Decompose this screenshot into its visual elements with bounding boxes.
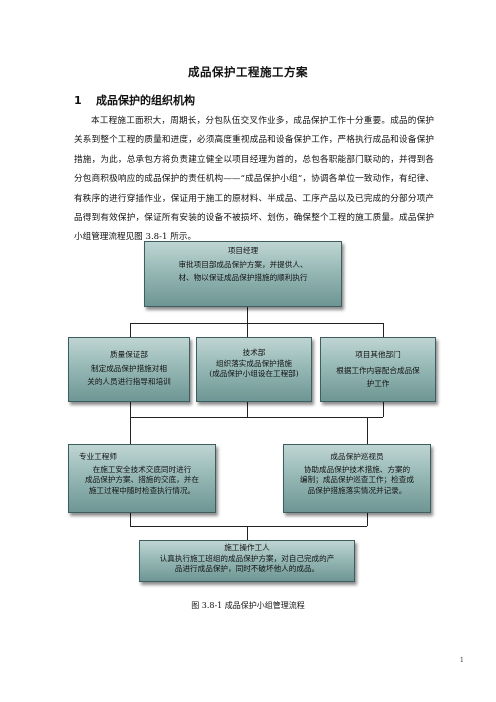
box-text: 品进行成品保护，同时不破坏他人的成品。 — [174, 564, 320, 574]
connector-line — [130, 513, 131, 526]
connector-line — [130, 417, 383, 418]
box-text: 材、物以保证成品保护措施的顺利执行 — [178, 273, 308, 283]
box-protection-inspector: 成品保护巡视员 协助成品保护技术措施、方案的 编制；成品保护巡查工作；检查成 品… — [283, 444, 431, 513]
connector-line — [130, 323, 131, 337]
box-text: 关的人员进行指导和培训 — [87, 377, 171, 387]
connector-line — [130, 323, 383, 324]
body-paragraph: 本工程施工面积大，周期长，分包队伍交叉作业多，成品保护工作十分重要。成品的保护关… — [74, 116, 434, 243]
box-construction-workers: 施工操作工人 认真执行施工班组的成品保护方案，对自己完成的产 品进行成品保护，同… — [139, 540, 355, 582]
document-title: 成品保护工程施工方案 — [188, 65, 308, 79]
section-title: 成品保护的组织机构 — [96, 94, 195, 107]
box-text: 护工作 — [366, 379, 390, 389]
box-other-departments: 项目其他部门 根据工作内容配合成品保 护工作 — [320, 337, 436, 402]
box-technical-department: 技术部 组织落实成品保护措施 (成品保护小组设在工程部) — [196, 337, 312, 402]
connector-line — [367, 513, 368, 526]
connector-line — [383, 402, 384, 417]
box-title: 施工操作工人 — [224, 543, 270, 552]
box-title: 项目其他部门 — [355, 350, 401, 359]
box-text: 制定成品保护措施对相 — [91, 363, 167, 373]
box-title: 技术部 — [242, 348, 266, 357]
box-text: 成品保护方案、措施的交底，并在 — [85, 475, 199, 485]
box-title: 质量保证部 — [110, 350, 148, 359]
connector-line — [130, 402, 131, 417]
connector-line — [247, 526, 248, 540]
page-number: 1 — [460, 657, 464, 664]
connector-line — [247, 323, 248, 337]
box-text: 编制；成品保护巡查工作；检查成 — [300, 475, 414, 485]
connector-line — [247, 307, 248, 323]
box-title: 专业工程师 — [79, 452, 117, 461]
box-text: 在施工安全技术交底同时进行 — [92, 464, 192, 474]
connector-line — [130, 526, 367, 527]
box-text: 组织落实成品保护措施 — [216, 358, 292, 368]
box-title: 项目经理 — [227, 246, 259, 255]
box-specialist-engineer: 专业工程师 在施工安全技术交底同时进行 成品保护方案、措施的交底，并在 施工过程… — [68, 444, 216, 513]
box-text: (成品保护小组设在工程部) — [209, 369, 299, 379]
box-text: 认真执行施工班组的成品保护方案，对自己完成的产 — [159, 553, 335, 563]
box-text: 施工过程中随时检查执行情况。 — [88, 485, 196, 495]
box-text: 根据工作内容配合成品保 — [336, 365, 420, 375]
box-text: 品保护措施落实情况并记录。 — [307, 485, 407, 495]
box-text: 审批项目部成品保护方案，并提供人、 — [178, 259, 308, 269]
box-text: 协助成品保护技术措施、方案的 — [303, 464, 411, 474]
figure-caption: 图 3.8-1 成品保护小组管理流程 — [191, 601, 305, 610]
connector-line — [247, 402, 248, 417]
connector-line — [383, 323, 384, 337]
box-quality-department: 质量保证部 制定成品保护措施对相 关的人员进行指导和培训 — [68, 337, 190, 402]
box-project-manager: 项目经理 审批项目部成品保护方案，并提供人、 材、物以保证成品保护措施的顺利执行 — [144, 241, 342, 307]
section-number: 1 — [74, 94, 82, 107]
section-heading: 1 成品保护的组织机构 — [74, 92, 195, 108]
box-title: 成品保护巡视员 — [330, 452, 384, 461]
connector-line — [130, 417, 131, 444]
connector-line — [367, 417, 368, 444]
